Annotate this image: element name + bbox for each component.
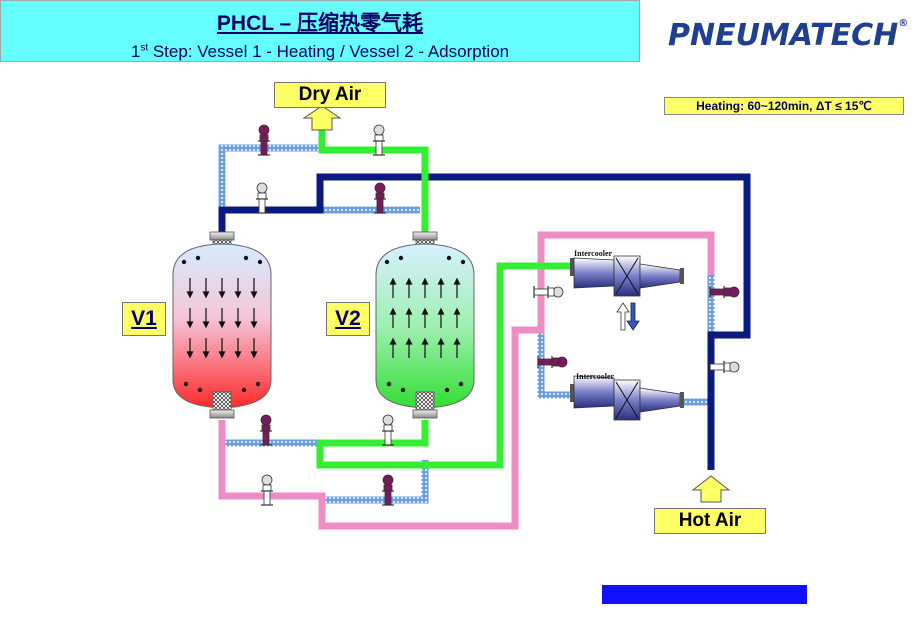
flow-corner-mark — [446, 255, 452, 261]
valve-open-icon — [382, 414, 394, 446]
valve-open-icon — [261, 474, 273, 506]
dark-feed-lines — [218, 173, 751, 470]
page-title: PHCL – 压缩热零气耗 — [216, 12, 424, 35]
flow-arrow-head — [453, 307, 461, 315]
switch-arrows-icon — [616, 302, 640, 331]
valve-closed-icon — [258, 124, 270, 156]
flow-arrow-head — [202, 351, 210, 359]
flow-arrow-head — [186, 351, 194, 359]
flow-arrow-head — [405, 307, 413, 315]
flow-arrow-head — [234, 351, 242, 359]
valve-open-icon — [256, 182, 268, 214]
flow-arrow-head — [202, 321, 210, 329]
valve-open-icon — [533, 286, 564, 298]
flow-corner-mark — [386, 381, 392, 387]
idle-line-top-left — [218, 144, 322, 210]
hot-regen-line — [218, 231, 715, 530]
flow-arrow-head — [250, 351, 258, 359]
flow-arrow-head — [186, 291, 194, 299]
idle-line-cooler-left — [537, 330, 570, 399]
vessel-1-flow-arrows — [181, 255, 263, 393]
vessel-2-label: V2 — [326, 302, 370, 336]
vessel-1-label: V1 — [122, 302, 166, 336]
idle-lines — [218, 144, 715, 504]
flow-arrow-head — [389, 307, 397, 315]
flow-arrow-head — [405, 337, 413, 345]
flow-arrow-head — [186, 321, 194, 329]
flow-corner-mark — [400, 387, 406, 393]
flow-arrow-head — [437, 307, 445, 315]
flow-arrow-head — [421, 307, 429, 315]
valve-closed-icon — [374, 182, 386, 214]
flow-arrow-head — [250, 291, 258, 299]
flow-arrow-head — [218, 351, 226, 359]
flow-arrow-head — [405, 277, 413, 285]
flow-corner-mark — [195, 255, 201, 261]
subtitle-ordinal: st — [140, 42, 149, 54]
subtitle-step-number: 1 — [130, 42, 141, 61]
valve-open-icon — [373, 124, 385, 156]
valve-closed-icon — [709, 286, 740, 298]
flow-arrow-head — [218, 291, 226, 299]
flow-arrow-head — [389, 337, 397, 345]
flow-corner-mark — [255, 381, 261, 387]
dry-air-label: Dry Air — [274, 82, 386, 108]
header-banner: PHCL – 压缩热零气耗 1st Step: Vessel 1 - Heati… — [0, 0, 640, 62]
heating-note: Heating: 60~120min, ΔT ≤ 15℃ — [664, 97, 904, 115]
flow-arrow-head — [234, 321, 242, 329]
subtitle-text: Step: Vessel 1 - Heating / Vessel 2 - Ad… — [148, 42, 510, 61]
flow-corner-mark — [257, 259, 263, 265]
flow-arrow-head — [453, 277, 461, 285]
hot-air-label: Hot Air — [654, 508, 766, 534]
hot-air-arrow-icon — [691, 475, 731, 503]
flow-arrow-head — [250, 321, 258, 329]
flow-arrow-head — [453, 337, 461, 345]
flow-corner-mark — [460, 259, 466, 265]
flow-arrow-head — [437, 277, 445, 285]
logo-text: PNEUMATECH — [668, 18, 899, 53]
footer-bar — [602, 585, 807, 604]
flow-corner-mark — [183, 381, 189, 387]
page-subtitle: 1st Step: Vessel 1 - Heating / Vessel 2 … — [1, 42, 639, 62]
flow-corner-mark — [384, 259, 390, 265]
flow-arrow-head — [421, 337, 429, 345]
registered-mark: ® — [898, 18, 909, 29]
flow-corner-mark — [197, 387, 203, 393]
flow-corner-mark — [181, 259, 187, 265]
flow-corner-mark — [458, 381, 464, 387]
flow-arrow-head — [437, 337, 445, 345]
hot-air-feed-line — [218, 173, 751, 470]
idle-line-bottom-right — [322, 460, 429, 504]
flow-corner-mark — [444, 387, 450, 393]
dry-inlet-line — [316, 262, 570, 469]
valve-open-icon — [709, 361, 740, 373]
hot-lines — [218, 231, 715, 530]
flow-corner-mark — [241, 387, 247, 393]
flow-corner-mark — [243, 255, 249, 261]
flow-arrow-head — [234, 291, 242, 299]
valve-closed-icon — [382, 474, 394, 506]
intercooler-top-label: Intercooler — [574, 249, 613, 258]
dry-lines — [316, 125, 570, 469]
pneumatech-logo: PNEUMATECH® — [668, 18, 908, 53]
dry-air-arrow-icon — [302, 105, 342, 131]
intercooler-top — [570, 255, 684, 297]
flow-corner-mark — [398, 255, 404, 261]
flow-arrow-head — [421, 277, 429, 285]
flow-arrow-head — [218, 321, 226, 329]
flow-arrow-head — [202, 291, 210, 299]
dry-air-outlet-line — [318, 125, 429, 232]
valve-closed-icon — [537, 356, 568, 368]
valve-closed-icon — [260, 414, 272, 446]
intercooler-bottom-label: Intercooler — [576, 372, 615, 381]
intercooler-bottom — [570, 375, 684, 421]
vessel-2-flow-arrows — [384, 255, 466, 393]
flow-arrow-head — [389, 277, 397, 285]
